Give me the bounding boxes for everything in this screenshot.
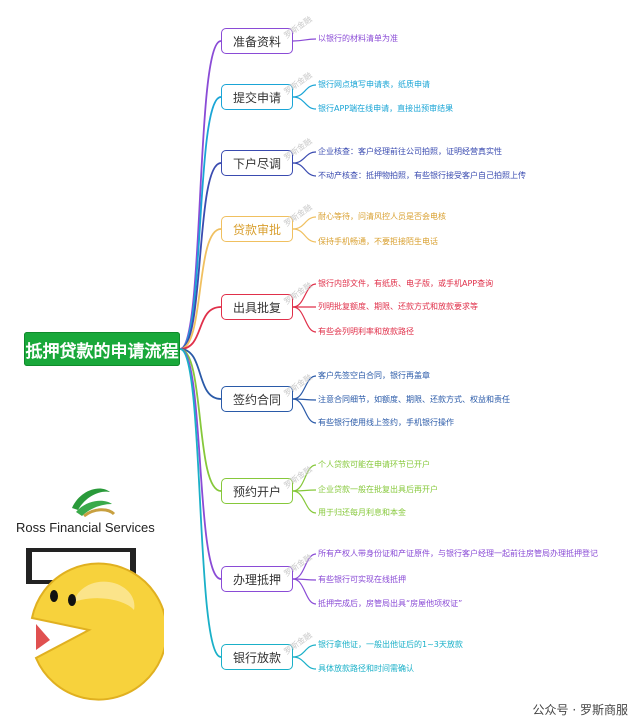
pacman-sticker-icon [26, 548, 164, 701]
leaf-item: 银行内部文件，有纸质、电子版，或手机APP查询 [318, 279, 494, 288]
footer-account: 公众号 · 罗斯商服 [532, 703, 628, 717]
leaf-item: 不动产核查：抵押物拍照，有些银行接受客户自己拍照上传 [318, 171, 526, 180]
leaf-item: 抵押完成后，房管局出具“房屋他项权证” [318, 599, 463, 608]
branch-node[interactable]: 办理抵押 [221, 566, 293, 592]
branch-connector [179, 348, 222, 492]
branch-node[interactable]: 下户尽调 [221, 150, 293, 176]
leaf-item: 企业核查：客户经理前往公司拍照，证明经营真实性 [318, 147, 502, 156]
leaf-connector [292, 398, 317, 424]
leaf-connector [292, 464, 317, 492]
leaf-item: 列明批复额度、期限、还款方式和放款要求等 [318, 302, 478, 311]
leaf-connector [292, 656, 317, 670]
branch-connector [179, 162, 222, 350]
leaf-connector [292, 283, 317, 308]
branch-connector [179, 348, 222, 580]
leaf-item: 客户先签空白合同，银行再盖章 [318, 371, 430, 380]
leaf-connector [292, 490, 317, 514]
branch-connector [179, 348, 222, 658]
brand-name: Ross Financial Services [16, 520, 155, 535]
branch-node[interactable]: 提交申请 [221, 84, 293, 110]
leaf-item: 注意合同细节，如额度、期限、还款方式、权益和责任 [318, 395, 510, 404]
branch-connector [179, 348, 222, 400]
leaf-connector [292, 228, 317, 243]
leaf-item: 个人贷款可能在申请环节已开户 [318, 460, 430, 469]
leaf-connector [292, 578, 317, 605]
leaf-item: 以银行的材料清单为准 [318, 34, 398, 43]
root-node[interactable]: 抵押贷款的申请流程 [24, 332, 180, 366]
leaf-item: 银行网点填写申请表，纸质申请 [318, 80, 430, 89]
branch-node[interactable]: 签约合同 [221, 386, 293, 412]
leaf-connector [292, 162, 317, 177]
branch-node[interactable]: 预约开户 [221, 478, 293, 504]
branch-connector [179, 306, 222, 350]
branch-node[interactable]: 贷款审批 [221, 216, 293, 242]
branch-connector [179, 228, 222, 350]
branch-connector [179, 96, 222, 350]
leaf-item: 银行APP端在线申请，直接出预审结果 [318, 104, 454, 113]
branch-connector [179, 40, 222, 350]
leaf-item: 用于归还每月利息和本金 [318, 508, 406, 517]
leaf-item: 有些会列明利率和放款路径 [318, 327, 414, 336]
branch-node[interactable]: 准备资料 [221, 28, 293, 54]
leaf-item: 具体放款路径和时间需确认 [318, 664, 414, 673]
leaf-item: 有些银行使用线上签约，手机银行操作 [318, 418, 454, 427]
leaf-connector [292, 375, 317, 400]
branch-node[interactable]: 出具批复 [221, 294, 293, 320]
leaf-connector [292, 306, 317, 333]
leaf-item: 企业贷款一般在批复出具后再开户 [318, 485, 438, 494]
branch-node[interactable]: 银行放款 [221, 644, 293, 670]
leaf-connector [292, 553, 317, 580]
leaf-connector [292, 38, 317, 42]
leaf-item: 保持手机畅通，不要拒接陌生电话 [318, 237, 438, 246]
leaf-item: 耐心等待，问清风控人员是否会电核 [318, 212, 446, 221]
leaf-connector [292, 96, 317, 110]
leaf-item: 有些银行可实现在线抵押 [318, 575, 406, 584]
leaf-item: 所有产权人带身份证和产证原件，与银行客户经理一起前往房管局办理抵押登记 [318, 549, 598, 558]
leaf-item: 银行拿他证，一般出他证后的1~3天放款 [318, 640, 463, 649]
brand-logo-icon [72, 488, 116, 518]
